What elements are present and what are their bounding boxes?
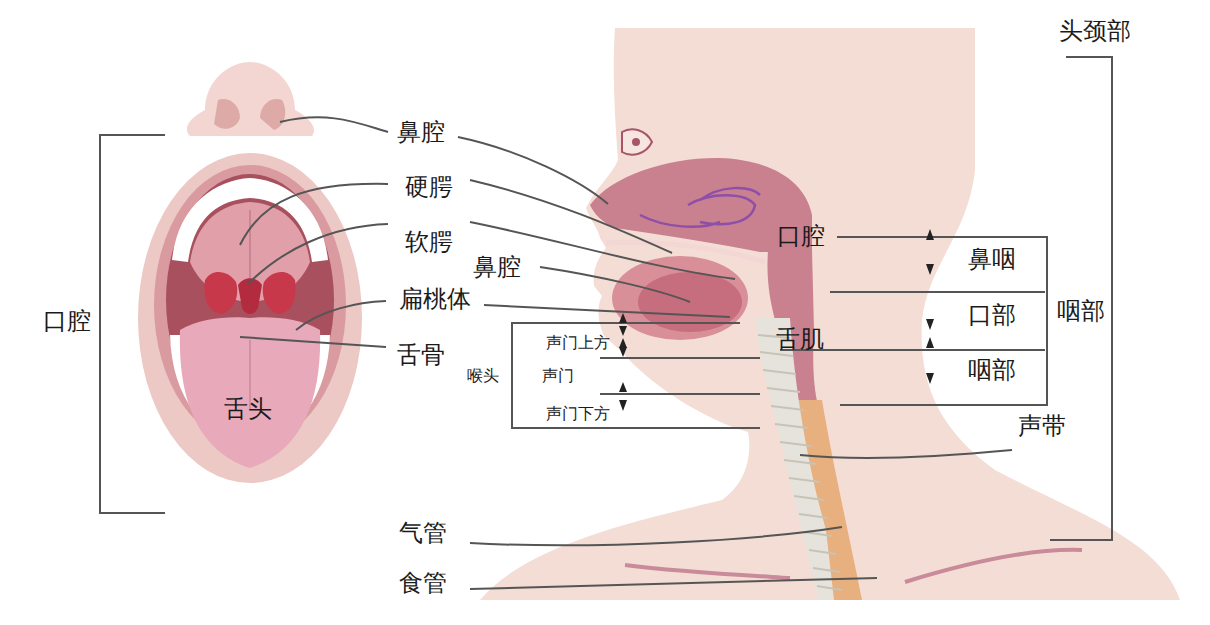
illustration-shape — [470, 578, 877, 589]
illustration-shape — [813, 568, 840, 572]
illustration-shape — [794, 496, 824, 500]
illustration-shape — [926, 319, 934, 330]
illustration-shape — [789, 478, 820, 482]
illustration-shape — [640, 188, 760, 227]
part-label: 口腔 — [43, 308, 91, 336]
illustration-shape — [470, 527, 842, 545]
illustration-shape — [187, 62, 314, 136]
illustration-shape — [458, 137, 608, 204]
part-label: 口腔 — [777, 223, 825, 251]
illustration-shape — [622, 129, 652, 155]
part-label: 软腭 — [405, 229, 453, 257]
part-label: 鼻咽 — [968, 246, 1016, 274]
illustration-shape — [154, 165, 346, 445]
part-label: 口部 — [968, 302, 1016, 330]
illustration-shape — [771, 406, 804, 410]
illustration-shape — [600, 393, 760, 395]
illustration-shape — [280, 117, 388, 132]
illustration-shape — [470, 180, 672, 253]
part-label: 声门下方 — [546, 405, 610, 423]
illustration-shape — [800, 450, 1012, 458]
illustration-shape — [480, 28, 1180, 600]
illustration-shape — [775, 424, 808, 428]
illustration-shape — [767, 388, 800, 392]
illustration-shape — [799, 514, 828, 518]
part-label: 食管 — [399, 570, 447, 598]
illustration-shape — [619, 382, 627, 392]
illustration-shape — [540, 267, 690, 302]
illustration-shape — [837, 237, 1047, 405]
illustration-shape — [204, 272, 237, 314]
illustration-shape — [1050, 57, 1112, 540]
shape-group — [619, 229, 934, 411]
part-label: 声门上方 — [546, 334, 610, 352]
illustration-shape — [619, 326, 627, 336]
illustration-shape — [780, 442, 812, 446]
illustration-shape — [756, 318, 834, 600]
illustration-shape — [138, 153, 362, 483]
illustration-shape — [632, 138, 640, 146]
part-label: 咽部 — [1057, 298, 1105, 326]
part-label: 声门 — [542, 367, 574, 385]
illustration-shape — [619, 338, 627, 348]
illustration-shape — [926, 373, 934, 384]
illustration-shape — [926, 229, 934, 240]
illustration-shape — [763, 370, 796, 374]
illustration-shape — [905, 550, 1082, 582]
illustration-shape — [809, 550, 836, 554]
illustration-shape — [263, 272, 296, 314]
illustration-shape — [926, 337, 934, 348]
illustration-shape — [512, 323, 760, 428]
illustration-shape — [100, 135, 165, 513]
illustration-shape — [784, 460, 816, 464]
illustration-shape — [926, 264, 934, 275]
part-label: 鼻腔 — [397, 119, 445, 147]
illustration-shape — [484, 305, 730, 317]
illustration-shape — [248, 224, 388, 284]
illustration-shape — [600, 357, 760, 359]
shape-group — [758, 335, 842, 590]
shape-group — [240, 117, 1012, 589]
part-label: 硬腭 — [405, 174, 453, 202]
illustration-shape — [619, 313, 627, 323]
part-label: 鼻腔 — [473, 254, 521, 282]
illustration-shape — [238, 278, 262, 314]
illustration-shape — [240, 337, 386, 347]
part-label: 声带 — [1018, 413, 1066, 441]
part-label: 气管 — [399, 520, 447, 548]
part-label: 头颈部 — [1059, 18, 1131, 46]
part-label: 喉头 — [467, 367, 499, 385]
illustration-shape — [240, 184, 388, 245]
illustration-shape — [619, 400, 627, 411]
illustration-shape — [180, 317, 320, 468]
illustration-shape — [619, 347, 627, 357]
part-label: 扁桃体 — [399, 286, 471, 314]
part-label: 舌肌 — [776, 326, 824, 354]
illustration-shape — [817, 586, 842, 590]
illustration-shape — [214, 99, 240, 129]
part-label: 舌头 — [224, 396, 272, 424]
illustration-shape — [625, 565, 790, 578]
illustration-shape — [296, 301, 386, 330]
part-label: 咽部 — [968, 357, 1016, 385]
shape-group — [100, 57, 1112, 540]
illustration-shape — [249, 210, 251, 280]
illustration-shape — [260, 99, 285, 130]
illustration-shape — [830, 291, 1045, 293]
part-label: 舌骨 — [397, 342, 445, 370]
